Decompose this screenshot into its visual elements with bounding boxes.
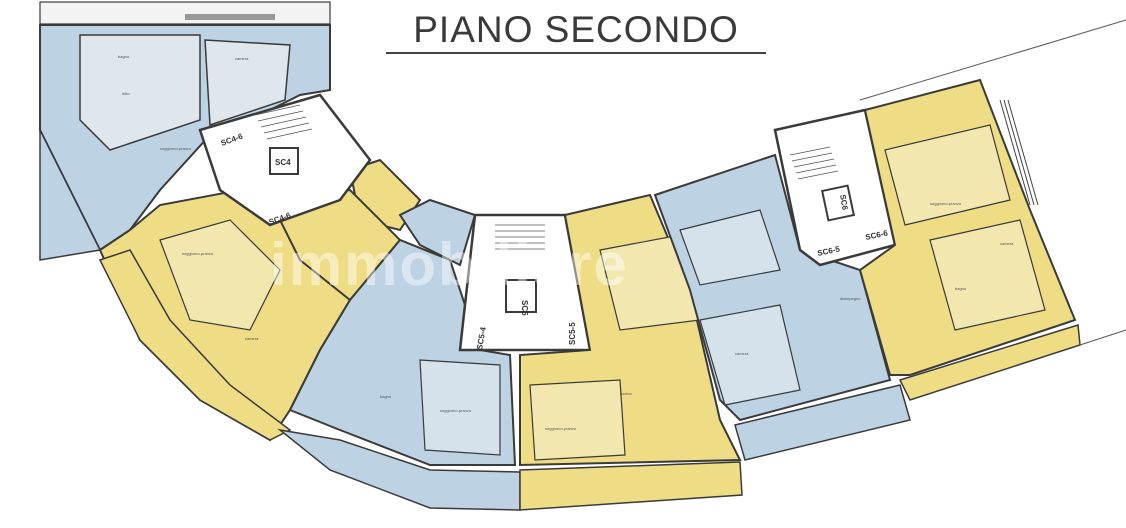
room-label: cucina xyxy=(620,391,632,396)
balcony-yellow xyxy=(898,324,1081,401)
elevator-sc5 xyxy=(505,279,537,313)
site-boundary-line xyxy=(859,19,1126,101)
interior-room xyxy=(884,124,1011,226)
stair-steps-sc4 xyxy=(254,104,313,140)
stair-label-sc5-right: SC5-5 xyxy=(568,322,577,345)
interior-room xyxy=(79,34,201,151)
plan-title: PIANO SECONDO xyxy=(386,8,766,54)
interior-room xyxy=(929,219,1046,331)
top-strip xyxy=(39,1,331,25)
elevator-sc4 xyxy=(269,147,299,175)
elevator-sc6 xyxy=(820,184,856,222)
room-label: bagno xyxy=(118,54,130,59)
room-label: soggiorno-pranzo xyxy=(160,146,192,151)
site-boundary-line xyxy=(1079,329,1126,346)
room-label: camera xyxy=(1000,241,1014,246)
stair-label-sc4-core: SC4 xyxy=(275,158,291,167)
top-strip-hatch xyxy=(185,14,275,20)
room-label: letto xyxy=(122,91,130,96)
apartment-yellow xyxy=(858,78,1077,376)
room-label: camera xyxy=(735,351,749,356)
stair-label-sc5-core: SC5 xyxy=(520,300,529,316)
room-label: soggiorno-pranzo xyxy=(440,408,472,413)
balcony-blue xyxy=(39,129,102,261)
room-label: bagno xyxy=(955,286,967,291)
stair-label-sc5-left: SC5-4 xyxy=(475,326,488,350)
balcony-yellow xyxy=(519,461,743,511)
interior-room xyxy=(679,209,781,286)
stair-steps-sc5 xyxy=(495,224,545,250)
interior-room xyxy=(204,39,291,127)
room-label: soggiorno-pranzo xyxy=(182,251,214,256)
room-label: bagno xyxy=(380,394,392,399)
room-label: disimpegno xyxy=(840,296,861,301)
apartment-blue xyxy=(398,198,477,267)
room-label: camera xyxy=(245,336,259,341)
room-label: camera xyxy=(235,56,249,61)
balcony-blue xyxy=(734,384,911,461)
interior-room xyxy=(159,219,281,331)
interior-room xyxy=(529,379,626,461)
stair-label-sc6-core: SC6 xyxy=(838,194,850,211)
room-label: soggiorno-pranzo xyxy=(545,426,577,431)
interior-room xyxy=(699,304,801,406)
interior-room xyxy=(419,359,501,456)
balcony-yellow xyxy=(98,249,292,441)
room-label: soggiorno-pranzo xyxy=(930,201,962,206)
stair-steps-sc6 xyxy=(789,146,839,180)
facade-hatching xyxy=(999,99,1039,206)
